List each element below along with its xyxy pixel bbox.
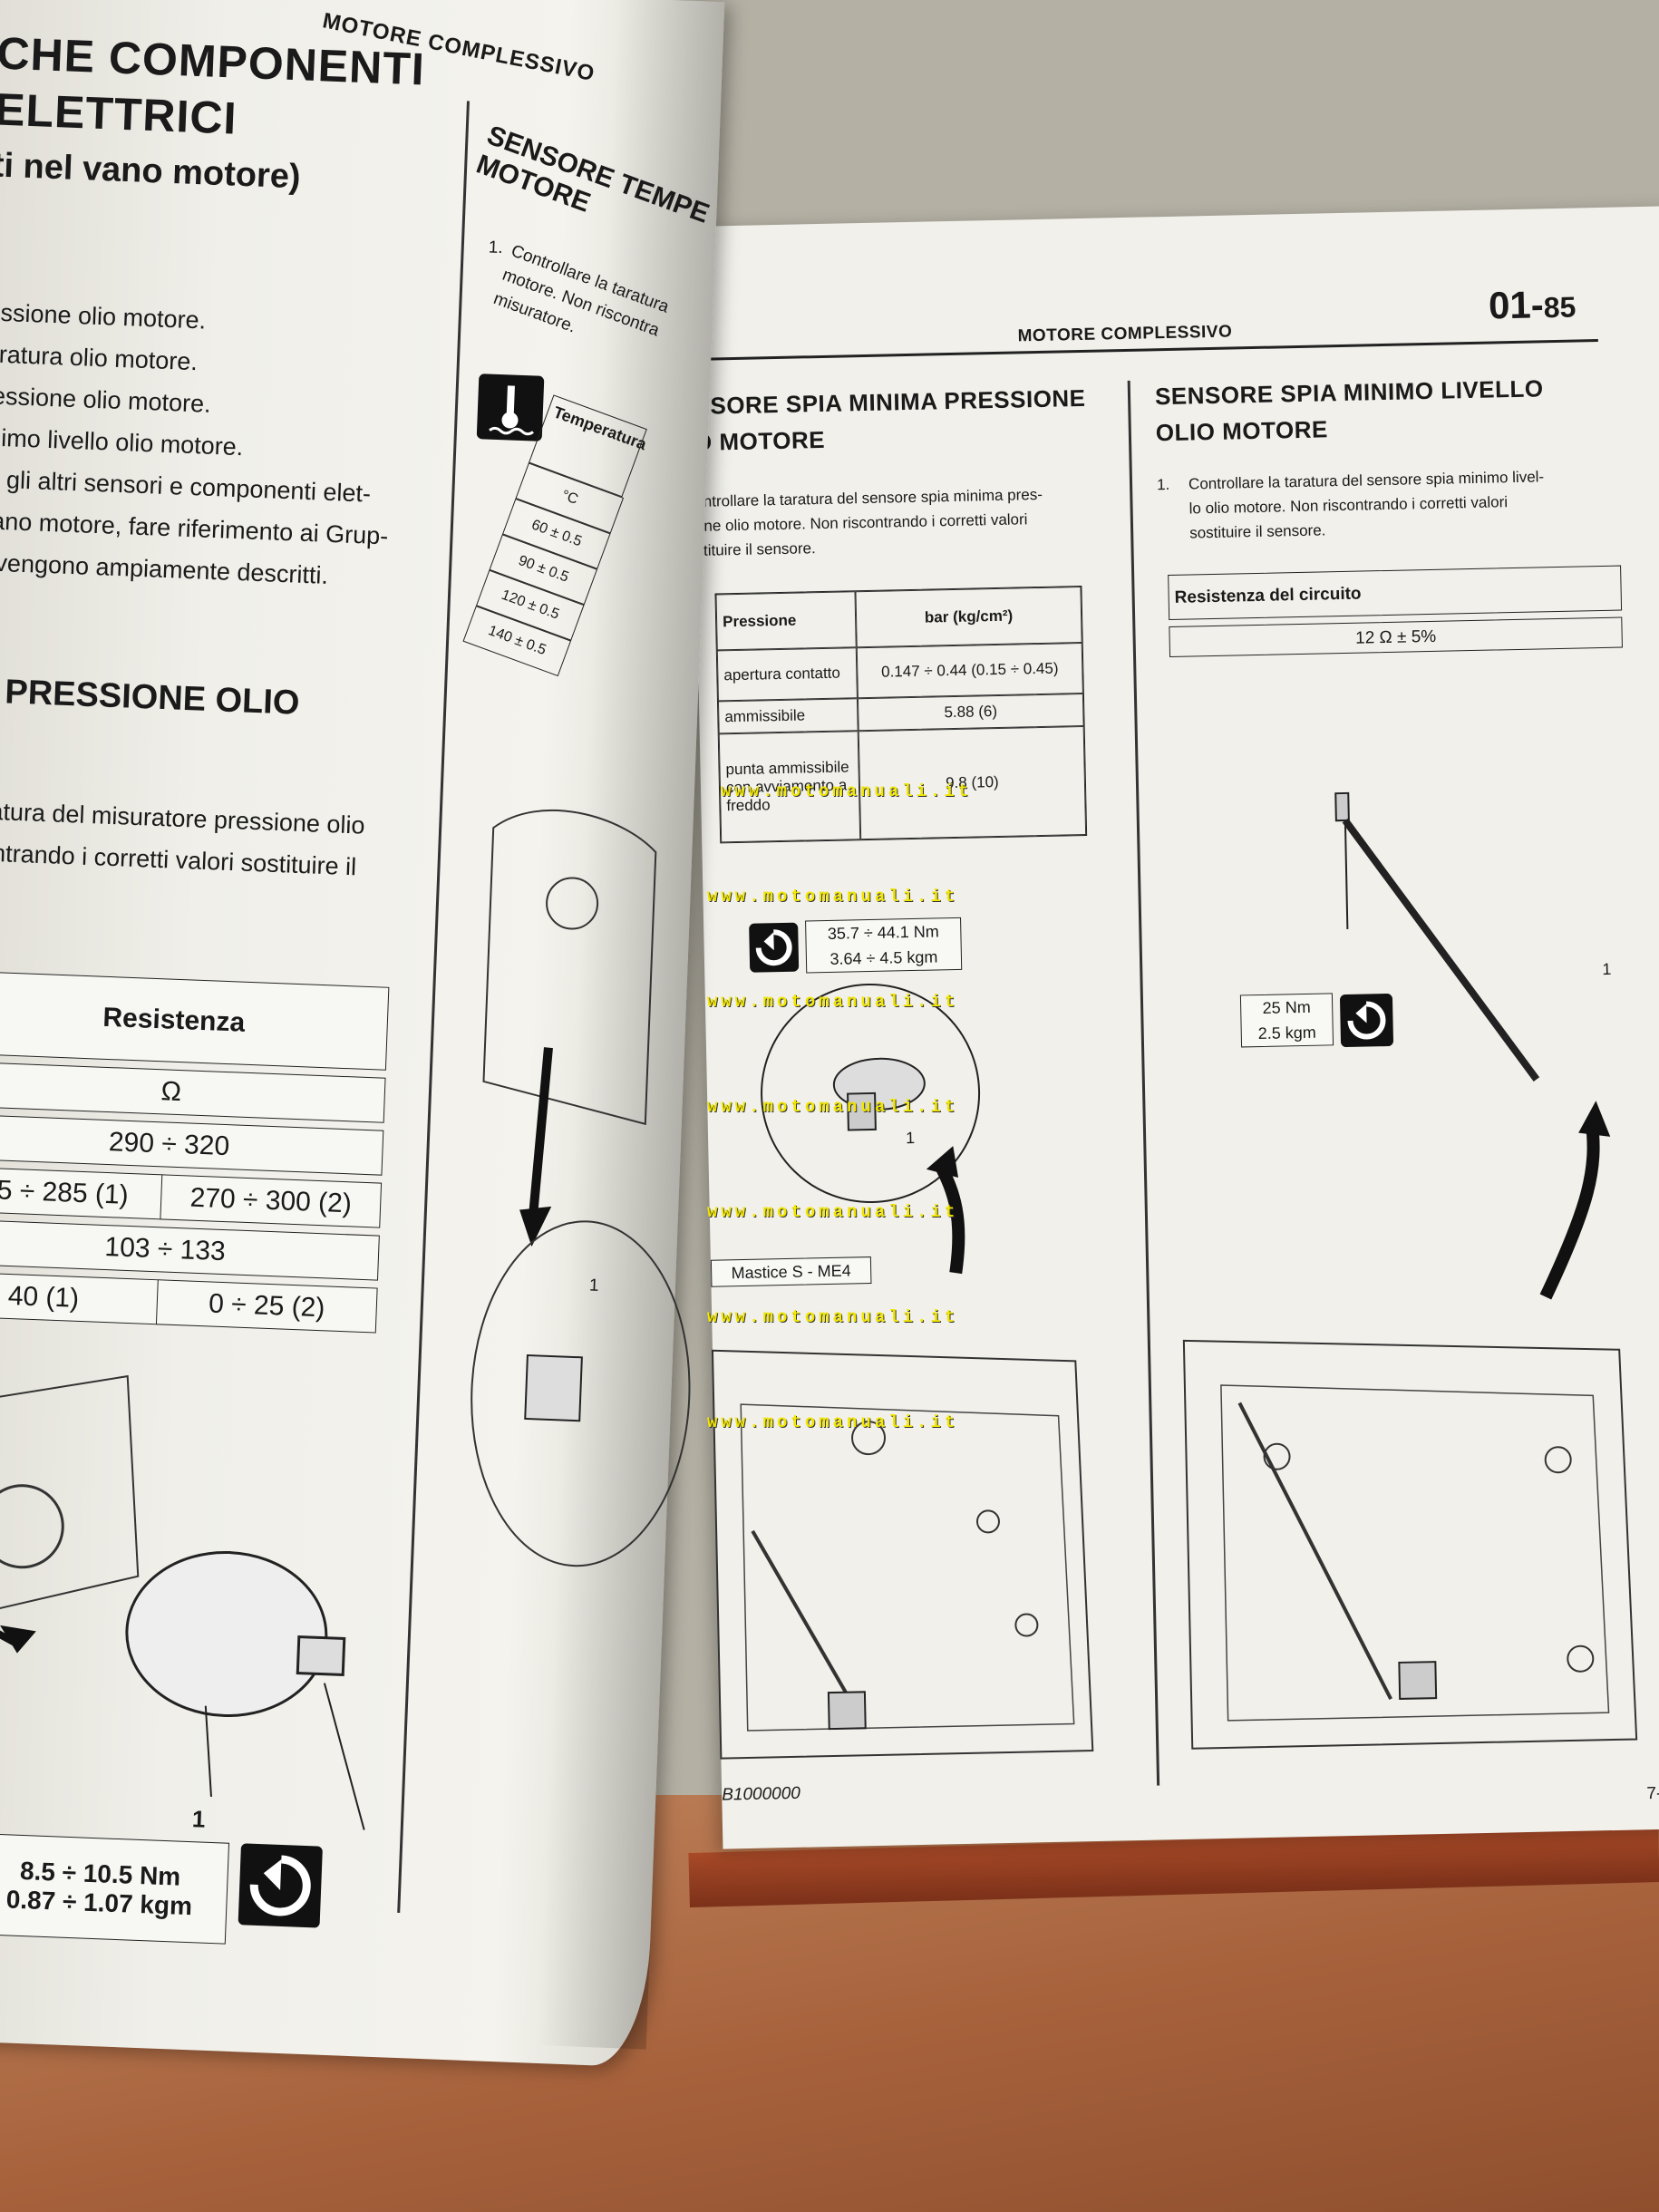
torque-nm: 35.7 ÷ 44.1 Nm — [827, 922, 940, 943]
circuit-resistance-header: Resistenza del circuito — [1168, 565, 1623, 621]
left-torque: 8.5 ÷ 10.5 Nm 0.87 ÷ 1.07 kgm — [0, 1832, 230, 1945]
row-label: ammissibile — [717, 698, 859, 734]
col2-title: SENSORE SPIA MINIMO LIVELLO OLIO MOTORE — [1155, 370, 1545, 451]
bar-header: bar (kg/cm²) — [855, 587, 1082, 648]
resistance-row: 290 ÷ 320 — [0, 1113, 384, 1176]
torque-kgm: 2.5 kgm — [1257, 1023, 1316, 1043]
col1-text: ontrollare la taratura del sensore spia … — [694, 481, 1104, 563]
footer-page: 7-1 — [1646, 1783, 1659, 1804]
torque-wrench-icon — [238, 1843, 323, 1928]
watermark-text: www.motomanuali.it — [721, 781, 973, 801]
watermark-text: www.motomanuali.it — [707, 887, 959, 907]
footer-code: B1000000 — [722, 1783, 801, 1805]
row-value: 0.147 ÷ 0.44 (0.15 ÷ 0.45) — [856, 643, 1083, 699]
resistance-cell: 0 ÷ 25 (2) — [155, 1279, 378, 1334]
page-number: 01-85 — [1489, 283, 1577, 328]
page-number-main: 01- — [1488, 283, 1545, 327]
sealant-label: Mastice S - ME4 — [710, 1256, 872, 1287]
right-page-header: MOTORE COMPLESSIVO — [1017, 322, 1233, 346]
watermark-text: www.motomanuali.it — [707, 1412, 959, 1432]
column-divider — [1127, 380, 1160, 1786]
col2-step: 1. — [1156, 475, 1170, 494]
left-col2-illustration — [471, 809, 691, 1567]
torque-kgm: 3.64 ÷ 4.5 kgm — [830, 947, 938, 968]
col1-sensor-illustration — [761, 984, 981, 1275]
left-callout: 1 — [191, 1805, 207, 1833]
col2-title-line2: OLIO MOTORE — [1155, 415, 1329, 447]
left-subtitle: ti nel vano motore) — [0, 146, 302, 197]
col1-torque: 35.7 ÷ 44.1 Nm 3.64 ÷ 4.5 kgm — [805, 917, 963, 974]
row-label: apertura contatto — [716, 647, 858, 702]
left-section-title: E PRESSIONE OLIO — [0, 671, 301, 723]
col2-engine-illustration — [1182, 1339, 1638, 1750]
dipstick-sensor-illustration — [1334, 791, 1611, 1300]
resistance-cell: 0 ÷ 40 (1) — [0, 1271, 160, 1325]
resistance-cell: 255 ÷ 285 (1) — [0, 1166, 164, 1220]
pressure-header: Pressione — [715, 591, 857, 651]
col1-title: NSORE SPIA MINIMA PRESSIONE O MOTORE — [693, 380, 1087, 461]
left-col2-step: 1. — [488, 238, 504, 258]
circuit-resistance-value: 12 Ω ± 5% — [1169, 616, 1623, 658]
torque-nm: 25 Nm — [1262, 997, 1311, 1017]
watermark-text: www.motomanuali.it — [707, 1202, 959, 1222]
pressure-table: Pressione bar (kg/cm²) apertura contatto… — [714, 586, 1088, 844]
col1-engine-illustration — [711, 1349, 1094, 1760]
col1-title-line2: O MOTORE — [693, 425, 826, 456]
col2-callout: 1 — [1602, 959, 1612, 979]
watermark-text: www.motomanuali.it — [707, 1097, 959, 1117]
temperature-icon — [476, 374, 545, 441]
col1-callout: 1 — [905, 1129, 916, 1148]
torque-wrench-icon — [749, 922, 800, 973]
resistance-cell: 270 ÷ 300 (2) — [160, 1174, 383, 1228]
page-number-sub: 85 — [1543, 290, 1577, 325]
col2-torque: 25 Nm 2.5 kgm — [1239, 993, 1334, 1048]
left-title-line2: ELETTRICI — [0, 83, 238, 144]
torque-wrench-icon — [1339, 993, 1394, 1048]
col2-text: Controllare la taratura del sensore spia… — [1188, 463, 1616, 546]
resistance-unit: Ω — [0, 1061, 386, 1123]
right-page: MOTORE COMPLESSIVO 01-85 NSORE SPIA MINI… — [689, 206, 1659, 1849]
row-value: 5.88 (6) — [857, 694, 1084, 732]
torque-kgm: 0.87 ÷ 1.07 kgm — [5, 1885, 193, 1921]
left-instructions: aratura del misuratore pressione olio co… — [0, 790, 365, 888]
resistance-row: 103 ÷ 133 — [0, 1218, 380, 1281]
watermark-text: www.motomanuali.it — [707, 1307, 959, 1327]
resistance-table-header: Resistenza — [0, 970, 390, 1071]
left-sensor-illustration — [0, 1374, 365, 1830]
left-list: essione olio motore. eratura olio motore… — [0, 291, 397, 598]
left-page: MOTORE COMPLESSIVO CHE COMPONENTI ELETTR… — [0, 0, 725, 2068]
left-col2-callout: 1 — [588, 1276, 599, 1295]
watermark-text: www.motomanuali.it — [707, 992, 959, 1012]
